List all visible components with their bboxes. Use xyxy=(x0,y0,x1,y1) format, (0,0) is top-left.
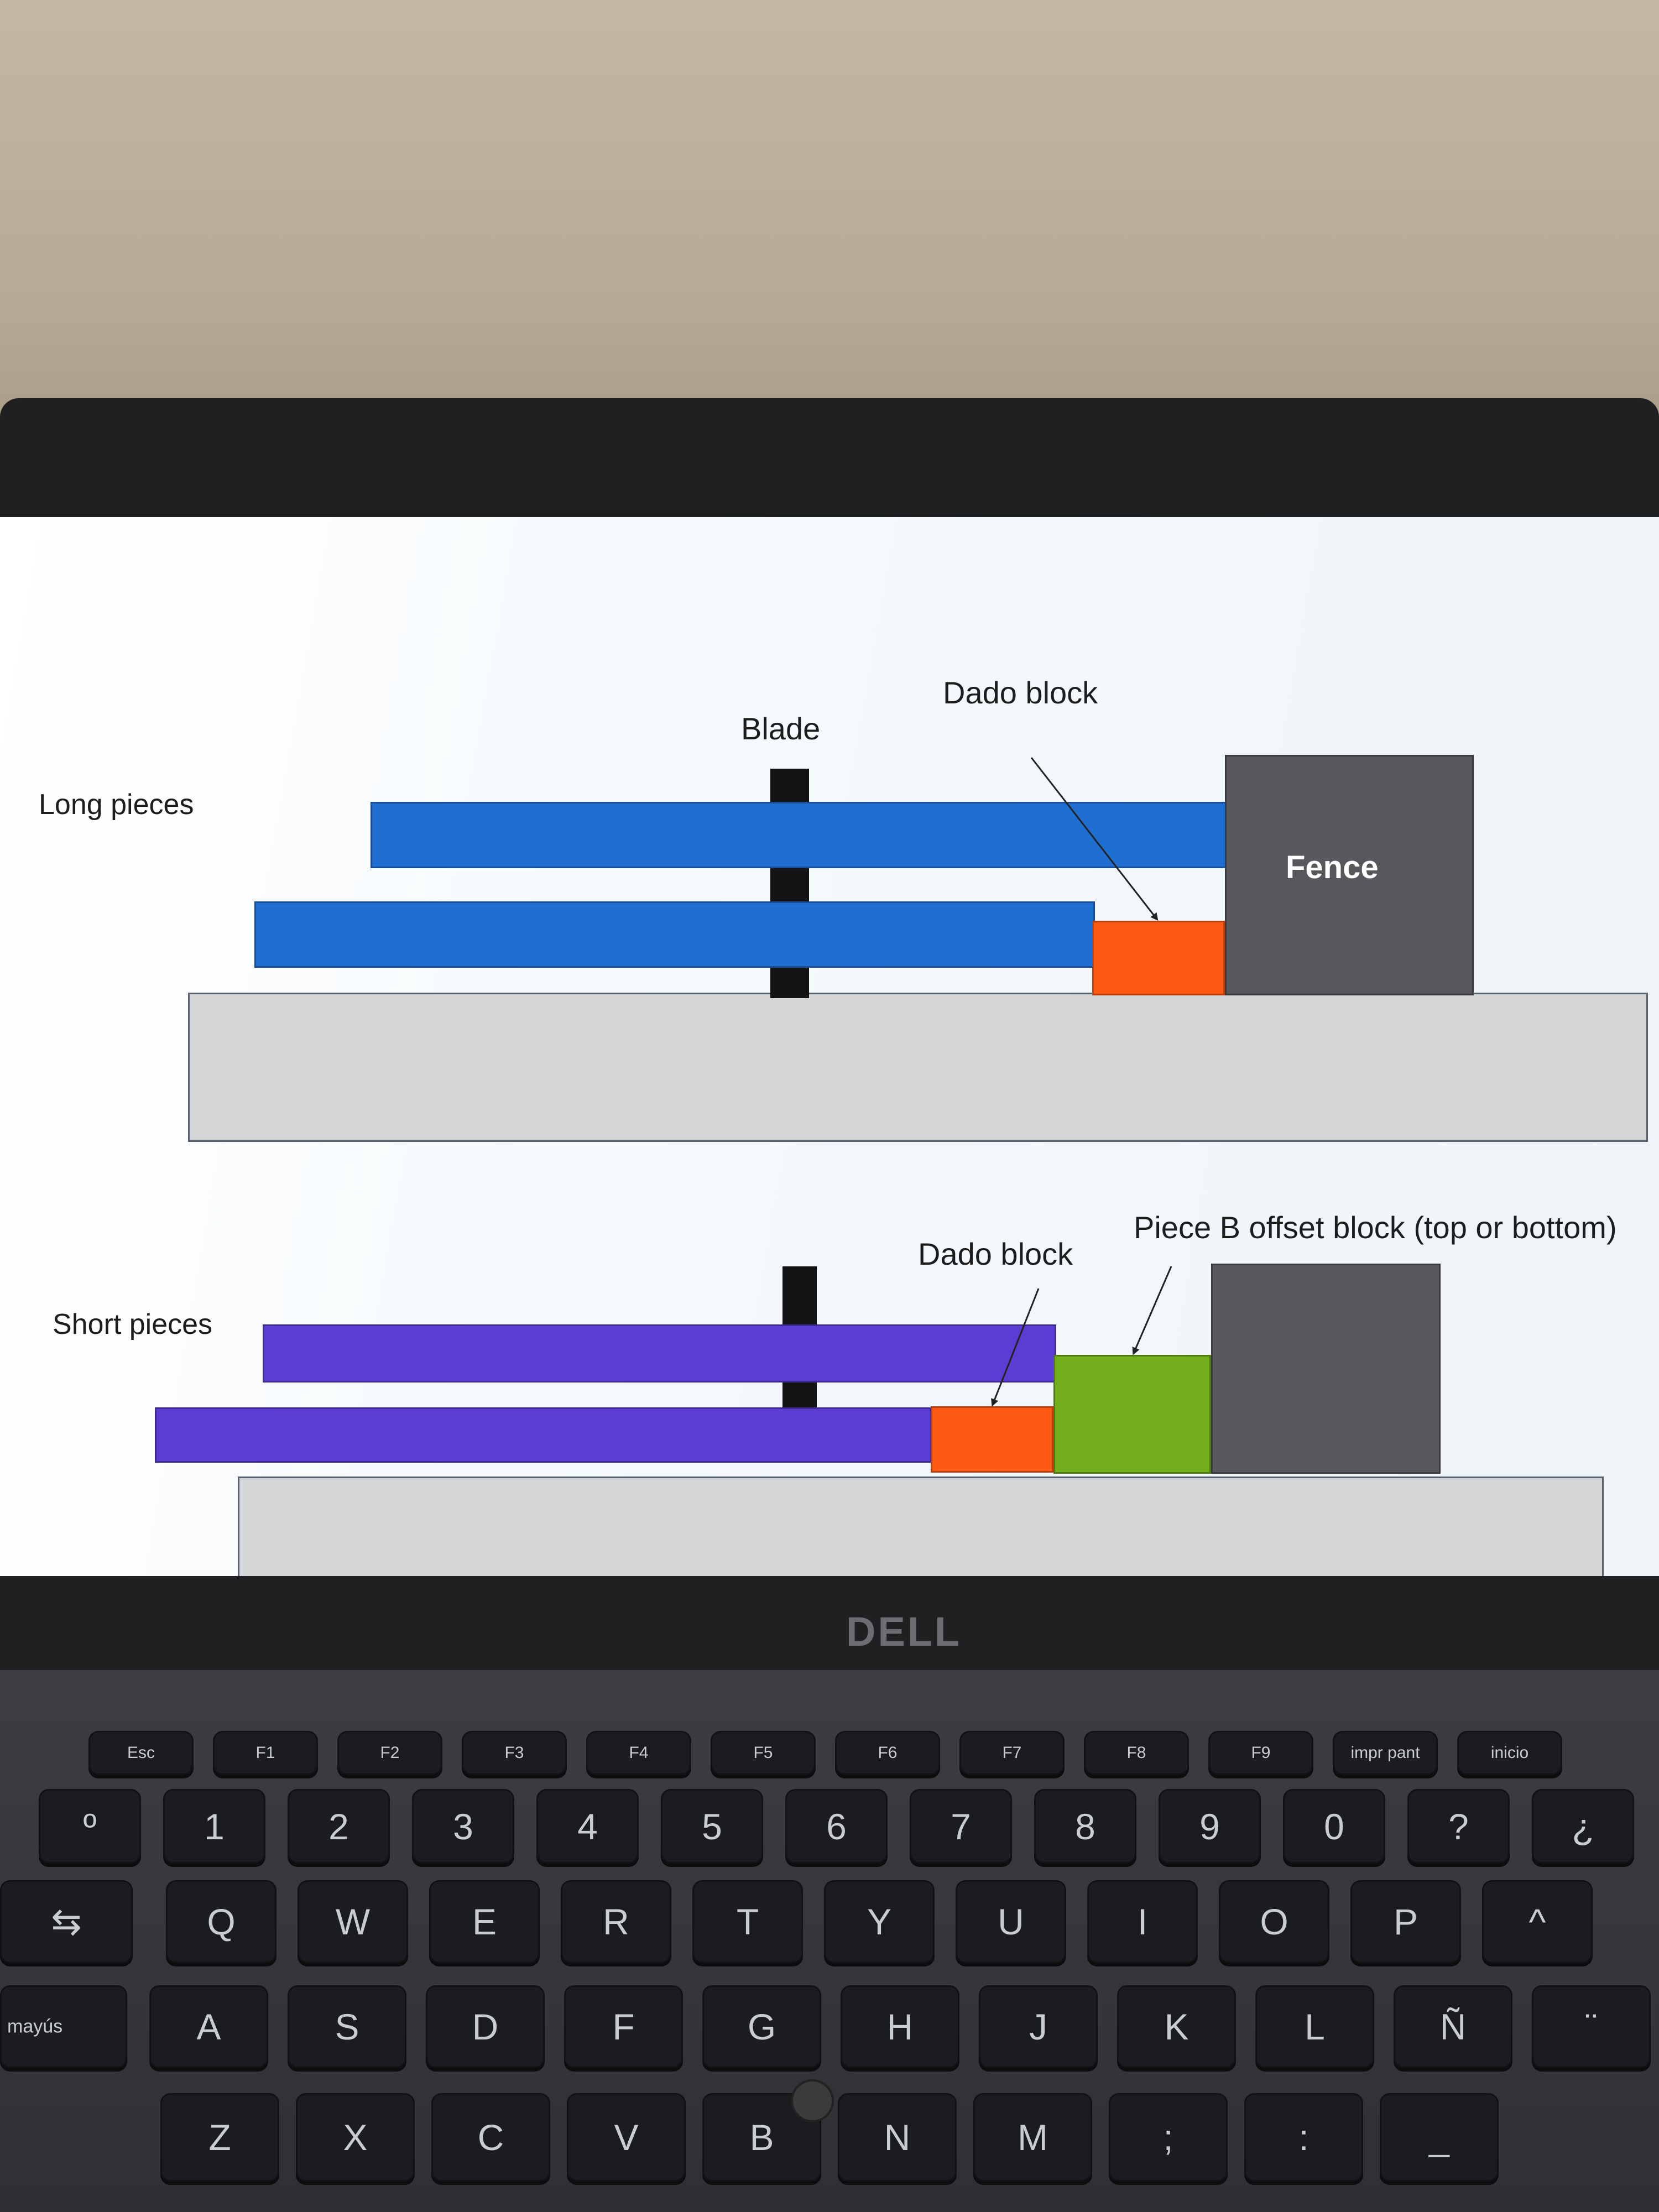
function-key-inicio[interactable]: inicio xyxy=(1457,1731,1562,1775)
number-key-9[interactable]: 9 xyxy=(1159,1789,1261,1864)
function-key-f4[interactable]: F4 xyxy=(586,1731,691,1775)
letter-key-p[interactable]: P xyxy=(1350,1880,1461,1963)
dado-block-short xyxy=(931,1406,1053,1473)
piece-b-offset-block xyxy=(1053,1355,1211,1474)
dado-block-long xyxy=(1092,921,1225,995)
letter-key-_[interactable]: _ xyxy=(1380,2093,1499,2182)
function-key-f5[interactable]: F5 xyxy=(711,1731,816,1775)
letter-key-z[interactable]: Z xyxy=(160,2093,279,2182)
tab-key[interactable]: ⇆ xyxy=(0,1880,133,1963)
table-top-long xyxy=(188,993,1648,1142)
letter-key-f[interactable]: F xyxy=(564,1985,683,2068)
fence-label: Fence xyxy=(1286,849,1379,885)
dado-leader-long xyxy=(1030,757,1159,921)
letter-key-r[interactable]: R xyxy=(561,1880,671,1963)
long-piece-top xyxy=(371,802,1233,868)
letter-key-l[interactable]: L xyxy=(1255,1985,1374,2068)
letter-key-m[interactable]: M xyxy=(973,2093,1092,2182)
function-key-impr-pant[interactable]: impr pant xyxy=(1333,1731,1438,1775)
long-piece-bottom xyxy=(254,901,1095,968)
function-key-f7[interactable]: F7 xyxy=(959,1731,1065,1775)
table-top-short xyxy=(238,1477,1604,1576)
letter-key-t[interactable]: T xyxy=(692,1880,803,1963)
number-key-1[interactable]: 1 xyxy=(163,1789,265,1864)
screen: Long pieces Blade Dado block Fence Short… xyxy=(0,517,1659,1576)
letter-key-j[interactable]: J xyxy=(979,1985,1098,2068)
letter-key-d[interactable]: D xyxy=(426,1985,545,2068)
letter-key-v[interactable]: V xyxy=(567,2093,686,2182)
function-key-f2[interactable]: F2 xyxy=(337,1731,442,1775)
number-key-3[interactable]: 3 xyxy=(412,1789,514,1864)
dado-leader-short xyxy=(991,1288,1040,1407)
offset-leader xyxy=(1132,1266,1172,1355)
wall-background xyxy=(0,0,1659,442)
function-key-f8[interactable]: F8 xyxy=(1084,1731,1189,1775)
number-key-7[interactable]: 7 xyxy=(910,1789,1012,1864)
function-key-f9[interactable]: F9 xyxy=(1208,1731,1313,1775)
letter-key-e[interactable]: E xyxy=(429,1880,540,1963)
function-key-f3[interactable]: F3 xyxy=(462,1731,567,1775)
letter-key-w[interactable]: W xyxy=(298,1880,408,1963)
leader-lines xyxy=(991,757,1172,1407)
short-pieces-label: Short pieces xyxy=(53,1308,213,1340)
number-key-2[interactable]: 2 xyxy=(288,1789,390,1864)
letter-key-;[interactable]: ; xyxy=(1109,2093,1228,2182)
letter-key-i[interactable]: I xyxy=(1087,1880,1198,1963)
trackpoint[interactable] xyxy=(791,2079,834,2122)
letter-key-x[interactable]: X xyxy=(296,2093,415,2182)
letter-key-¨[interactable]: ¨ xyxy=(1532,1985,1651,2068)
number-key-º[interactable]: º xyxy=(39,1789,141,1864)
short-piece-top xyxy=(263,1324,1056,1383)
number-key-?[interactable]: ? xyxy=(1407,1789,1510,1864)
letter-key-^[interactable]: ^ xyxy=(1482,1880,1593,1963)
letter-key-q[interactable]: Q xyxy=(166,1880,276,1963)
letter-key-u[interactable]: U xyxy=(956,1880,1066,1963)
fence-short xyxy=(1211,1264,1441,1474)
dado-block-label-long: Dado block xyxy=(943,675,1098,710)
fence-long xyxy=(1225,755,1474,995)
function-key-f6[interactable]: F6 xyxy=(835,1731,940,1775)
number-key-0[interactable]: 0 xyxy=(1283,1789,1385,1864)
letter-key-c[interactable]: C xyxy=(431,2093,550,2182)
short-piece-bottom xyxy=(155,1407,932,1463)
letter-key-k[interactable]: K xyxy=(1117,1985,1236,2068)
letter-key-a[interactable]: A xyxy=(149,1985,268,2068)
letter-key-g[interactable]: G xyxy=(702,1985,821,2068)
function-key-esc[interactable]: Esc xyxy=(88,1731,194,1775)
function-key-f1[interactable]: F1 xyxy=(213,1731,318,1775)
number-key-5[interactable]: 5 xyxy=(661,1789,763,1864)
blade-label: Blade xyxy=(741,711,821,746)
letter-key-:[interactable]: : xyxy=(1244,2093,1363,2182)
number-key-¿[interactable]: ¿ xyxy=(1532,1789,1634,1864)
dell-logo: DELL xyxy=(846,1609,962,1655)
letter-key-o[interactable]: O xyxy=(1219,1880,1329,1963)
number-key-8[interactable]: 8 xyxy=(1034,1789,1136,1864)
number-key-6[interactable]: 6 xyxy=(785,1789,888,1864)
letter-key-ñ[interactable]: Ñ xyxy=(1394,1985,1512,2068)
number-key-4[interactable]: 4 xyxy=(536,1789,639,1864)
letter-key-s[interactable]: S xyxy=(288,1985,406,2068)
dado-block-label-short: Dado block xyxy=(918,1237,1073,1271)
letter-key-n[interactable]: N xyxy=(838,2093,957,2182)
offset-block-label: Piece B offset block (top or bottom) xyxy=(1134,1210,1617,1245)
letter-key-y[interactable]: Y xyxy=(824,1880,935,1963)
caps-lock-key[interactable]: mayús xyxy=(0,1985,127,2068)
long-pieces-label: Long pieces xyxy=(39,789,194,821)
letter-key-h[interactable]: H xyxy=(841,1985,959,2068)
